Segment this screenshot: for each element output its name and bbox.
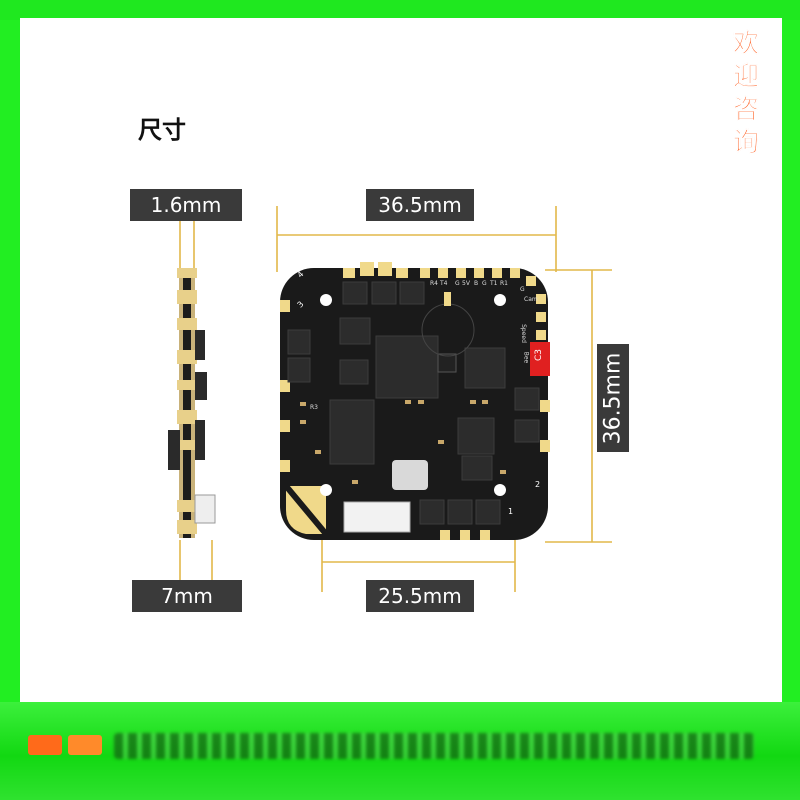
silk-5v: 5V <box>462 280 470 287</box>
dim-board-width: 36.5mm <box>366 189 474 221</box>
silk-bee: Bee <box>522 351 530 364</box>
silk-t4: T4 <box>440 280 448 287</box>
page-title: 尺寸 <box>138 116 186 144</box>
silk-g3: G <box>520 286 525 293</box>
mount-number-1: 1 <box>508 507 514 516</box>
dim-side-height: 7mm <box>132 580 242 612</box>
dim-board-height: 36.5mm <box>597 344 629 452</box>
flight-controller-board <box>280 262 550 540</box>
frame-top <box>0 0 800 20</box>
dim-mount-spacing: 25.5mm <box>366 580 474 612</box>
silk-g: G <box>455 280 460 287</box>
silk-r1: R1 <box>500 280 508 287</box>
mount-number-2: 2 <box>535 480 541 489</box>
banner-badge-2 <box>68 735 102 755</box>
silk-r4: R4 <box>430 280 438 287</box>
banner-badge <box>28 735 62 755</box>
banner-blurred-text <box>114 733 754 759</box>
consult-tag[interactable]: 欢迎咨询 <box>732 29 760 159</box>
chip-label: C3 <box>534 348 545 362</box>
dimension-lines <box>179 206 612 592</box>
silk-r3: R3 <box>310 404 318 411</box>
silk-b: B <box>474 280 479 287</box>
red-chip <box>530 342 550 376</box>
silk-cam: Cam <box>524 296 538 303</box>
dim-board-thickness: 1.6mm <box>130 189 242 221</box>
side-profile-board <box>168 268 216 538</box>
silk-speed: Speed <box>519 324 527 343</box>
silk-t1: T1 <box>490 280 498 287</box>
silk-g2: G <box>482 280 487 287</box>
